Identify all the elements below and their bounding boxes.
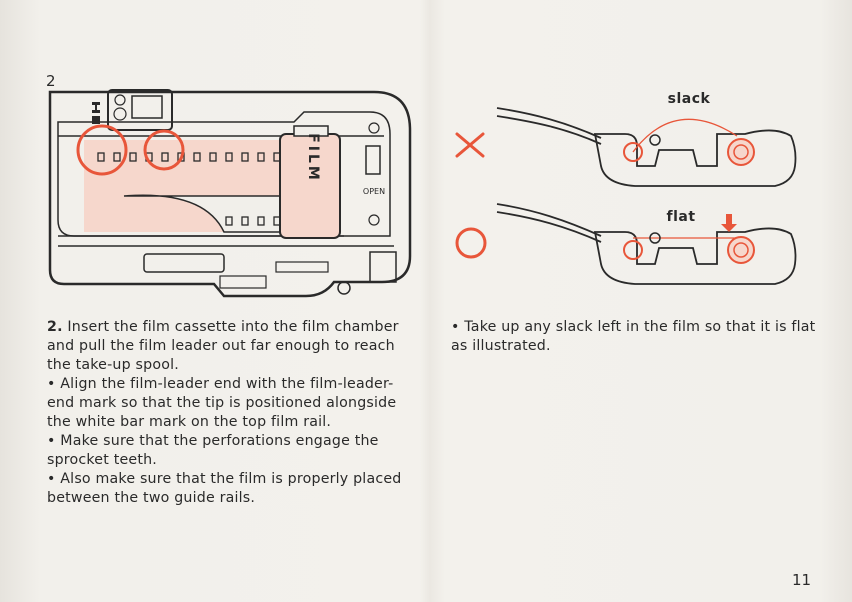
film-threading-illustration: slack flat <box>455 91 797 285</box>
camera-back-illustration: FILM OPEN <box>48 89 412 298</box>
step-paragraph: 2. Insert the film cassette into the fil… <box>47 318 417 375</box>
flat-label: flat <box>666 209 695 225</box>
figure-number: 2 <box>46 72 56 90</box>
open-lever-label: OPEN <box>363 187 385 196</box>
bullet-perforations: • Make sure that the perforations engage… <box>47 433 379 468</box>
instructions-left-column: 2. Insert the film cassette into the fil… <box>47 318 417 508</box>
film-cassette-label: FILM <box>305 133 321 183</box>
page-number: 11 <box>792 571 812 589</box>
bullet-guide-rails: • Also make sure that the film is proper… <box>47 471 402 506</box>
bullet-align-leader: • Align the film-leader end with the fil… <box>47 376 397 430</box>
step-text: Insert the film cassette into the film c… <box>47 319 399 373</box>
slack-label: slack <box>668 91 711 107</box>
instructions-right-column: • Take up any slack left in the film so … <box>451 318 821 356</box>
bullet-take-up-slack: • Take up any slack left in the film so … <box>451 319 816 354</box>
step-number: 2. <box>47 319 63 335</box>
